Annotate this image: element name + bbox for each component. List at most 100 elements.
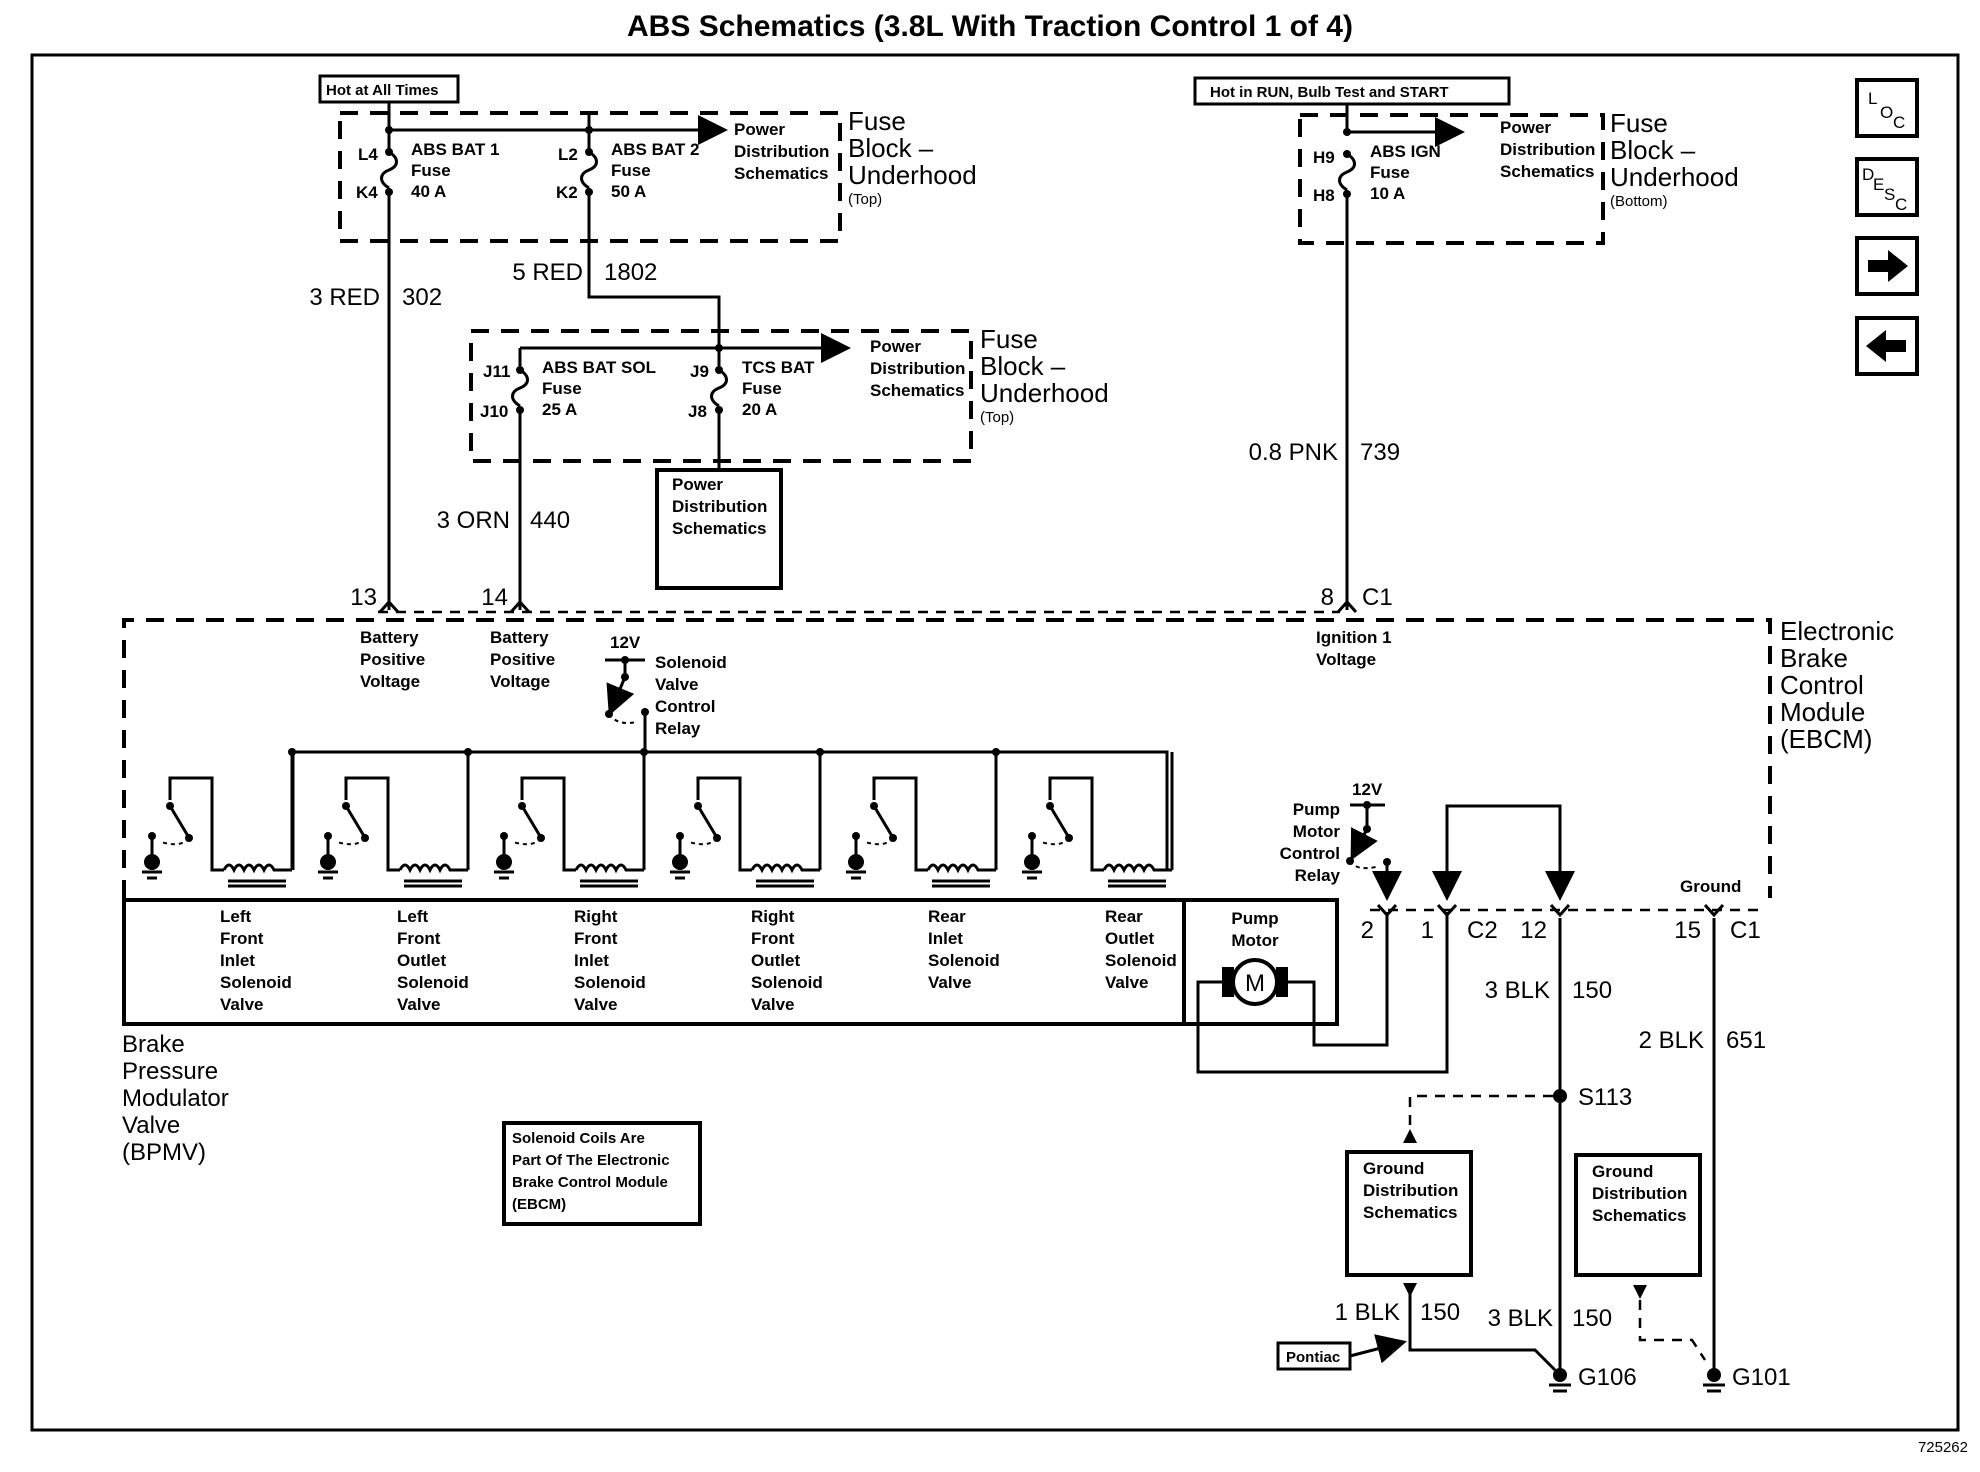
svg-text:K4: K4 xyxy=(356,183,378,202)
solenoid-note: Solenoid Coils Are Part Of The Electroni… xyxy=(502,1121,702,1226)
svg-text:Underhood: Underhood xyxy=(848,160,977,190)
svg-text:Positive: Positive xyxy=(490,650,555,669)
svg-text:Fuse: Fuse xyxy=(980,324,1038,354)
wire-302-circuit: 302 xyxy=(402,284,442,311)
svg-text:Relay: Relay xyxy=(1295,866,1341,885)
svg-text:Schematics: Schematics xyxy=(1592,1206,1687,1225)
svg-text:Brake: Brake xyxy=(122,1031,185,1058)
svg-text:G101: G101 xyxy=(1732,1364,1791,1391)
svg-text:Left: Left xyxy=(397,907,429,926)
pontiac-label: Pontiac xyxy=(1276,1334,1407,1371)
bpmv-module: LeftFrontInletSolenoidValveLeftFrontOutl… xyxy=(122,898,1449,1166)
svg-text:Power: Power xyxy=(870,337,921,356)
svg-text:Valve: Valve xyxy=(220,995,264,1014)
ignition-input-label: Ignition 1 Voltage xyxy=(1316,628,1392,669)
wire-150b-color: 1 BLK xyxy=(1335,1299,1400,1326)
svg-text:Right: Right xyxy=(751,907,795,926)
power-distribution-ref: Power Distribution Schematics xyxy=(734,120,829,183)
svg-text:Fuse: Fuse xyxy=(1370,163,1410,182)
svg-text:Schematics: Schematics xyxy=(734,164,829,183)
svg-text:Fuse: Fuse xyxy=(411,161,451,180)
ebcm-name: Electronic Brake Control Module (EBCM) xyxy=(1780,616,1894,754)
wire-739-color: 0.8 PNK xyxy=(1249,439,1338,466)
pump-motor-control-relay: 12V Pump Motor Control Relay xyxy=(1280,780,1402,901)
svg-text:Valve: Valve xyxy=(655,675,699,694)
power-distribution-ref: Power Distribution Schematics xyxy=(870,337,965,400)
svg-text:Solenoid: Solenoid xyxy=(751,973,823,992)
svg-text:(BPMV): (BPMV) xyxy=(122,1139,206,1166)
svg-text:Solenoid: Solenoid xyxy=(928,951,1000,970)
svg-text:Valve: Valve xyxy=(1105,973,1149,992)
svg-text:Solenoid: Solenoid xyxy=(220,973,292,992)
fuse-block-top-right: H9 H8 ABS IGN Fuse 10 A Power Distributi… xyxy=(1298,104,1739,245)
solenoid-driver-3 xyxy=(494,776,644,888)
svg-text:Relay: Relay xyxy=(655,719,701,738)
bpmv-name: Brake Pressure Modulator Valve (BPMV) xyxy=(122,1031,229,1166)
wire-440-color: 3 ORN xyxy=(437,507,510,534)
solenoid-valve-control-relay: 12V Solenoid Valve Control Relay xyxy=(605,633,727,752)
ground-distribution-box-1[interactable]: Ground Distribution Schematics xyxy=(1345,1150,1473,1277)
svg-text:S: S xyxy=(1884,185,1895,204)
ground-distribution-box-2[interactable]: Ground Distribution Schematics xyxy=(1574,1153,1702,1277)
wire-150b-circuit: 150 xyxy=(1420,1299,1460,1326)
svg-text:Valve: Valve xyxy=(928,973,972,992)
loc-button[interactable]: L O C xyxy=(1855,78,1919,138)
svg-text:Electronic: Electronic xyxy=(1780,616,1894,646)
svg-text:Right: Right xyxy=(574,907,618,926)
svg-text:Schematics: Schematics xyxy=(1363,1203,1458,1222)
power-distribution-ref: Power Distribution Schematics xyxy=(1500,118,1595,181)
svg-text:C: C xyxy=(1893,113,1905,132)
wire-1802-circuit: 1802 xyxy=(604,259,657,286)
svg-text:ABS BAT 2: ABS BAT 2 xyxy=(611,140,699,159)
svg-text:Distribution: Distribution xyxy=(734,142,829,161)
power-distribution-box: Power Distribution Schematics xyxy=(655,468,783,590)
svg-text:Solenoid: Solenoid xyxy=(397,973,469,992)
next-page-button[interactable] xyxy=(1855,236,1919,296)
connector-c1-top: C1 xyxy=(1362,584,1393,611)
svg-text:Outlet: Outlet xyxy=(397,951,446,970)
splice-s113: S113 xyxy=(1553,1084,1632,1111)
ground-g106: G106 xyxy=(1549,1364,1637,1393)
svg-text:Voltage: Voltage xyxy=(490,672,550,691)
svg-text:Inlet: Inlet xyxy=(220,951,255,970)
motor-symbol: M xyxy=(1245,970,1265,997)
diagram-frame xyxy=(30,53,1960,1432)
loc-icon: L O C xyxy=(1868,89,1905,132)
svg-text:Control: Control xyxy=(1780,670,1864,700)
bus-junction xyxy=(288,748,296,756)
svg-text:Distribution: Distribution xyxy=(870,359,965,378)
solenoid-driver-6 xyxy=(1022,776,1172,888)
svg-text:Solenoid: Solenoid xyxy=(574,973,646,992)
bus-junction xyxy=(464,748,472,756)
svg-text:Inlet: Inlet xyxy=(574,951,609,970)
svg-text:J10: J10 xyxy=(480,402,508,421)
fuse-abs-bat-2: L2 K2 ABS BAT 2 Fuse 50 A xyxy=(556,130,699,202)
svg-text:Battery: Battery xyxy=(490,628,549,647)
svg-text:Solenoid Coils Are: Solenoid Coils Are xyxy=(512,1130,645,1147)
desc-button[interactable]: D E S C xyxy=(1855,157,1919,217)
svg-text:Pontiac: Pontiac xyxy=(1286,1349,1340,1366)
pin-14: 14 xyxy=(481,584,508,611)
svg-text:Motor: Motor xyxy=(1231,931,1279,950)
connector-c2: C2 xyxy=(1467,917,1498,944)
svg-text:Distribution: Distribution xyxy=(1500,140,1595,159)
prev-page-button[interactable] xyxy=(1855,316,1919,376)
pin-2: 2 xyxy=(1361,917,1374,944)
pin-15: 15 xyxy=(1674,917,1701,944)
svg-text:C: C xyxy=(1895,195,1907,214)
svg-text:Control: Control xyxy=(655,697,715,716)
svg-text:(EBCM): (EBCM) xyxy=(512,1196,566,1213)
svg-text:Fuse: Fuse xyxy=(611,161,651,180)
pin-1: 1 xyxy=(1421,917,1434,944)
fuse-block-top-left: L4 K4 ABS BAT 1 Fuse 40 A L2 K2 ABS BAT … xyxy=(338,102,977,243)
svg-text:Front: Front xyxy=(397,929,441,948)
fuse-abs-ign: H9 H8 ABS IGN Fuse 10 A xyxy=(1313,142,1441,205)
svg-text:Power: Power xyxy=(672,475,723,494)
ground-label: Ground xyxy=(1680,877,1741,896)
svg-text:L4: L4 xyxy=(358,145,378,164)
svg-text:L2: L2 xyxy=(558,145,578,164)
wire-651-circuit: 651 xyxy=(1726,1027,1766,1054)
